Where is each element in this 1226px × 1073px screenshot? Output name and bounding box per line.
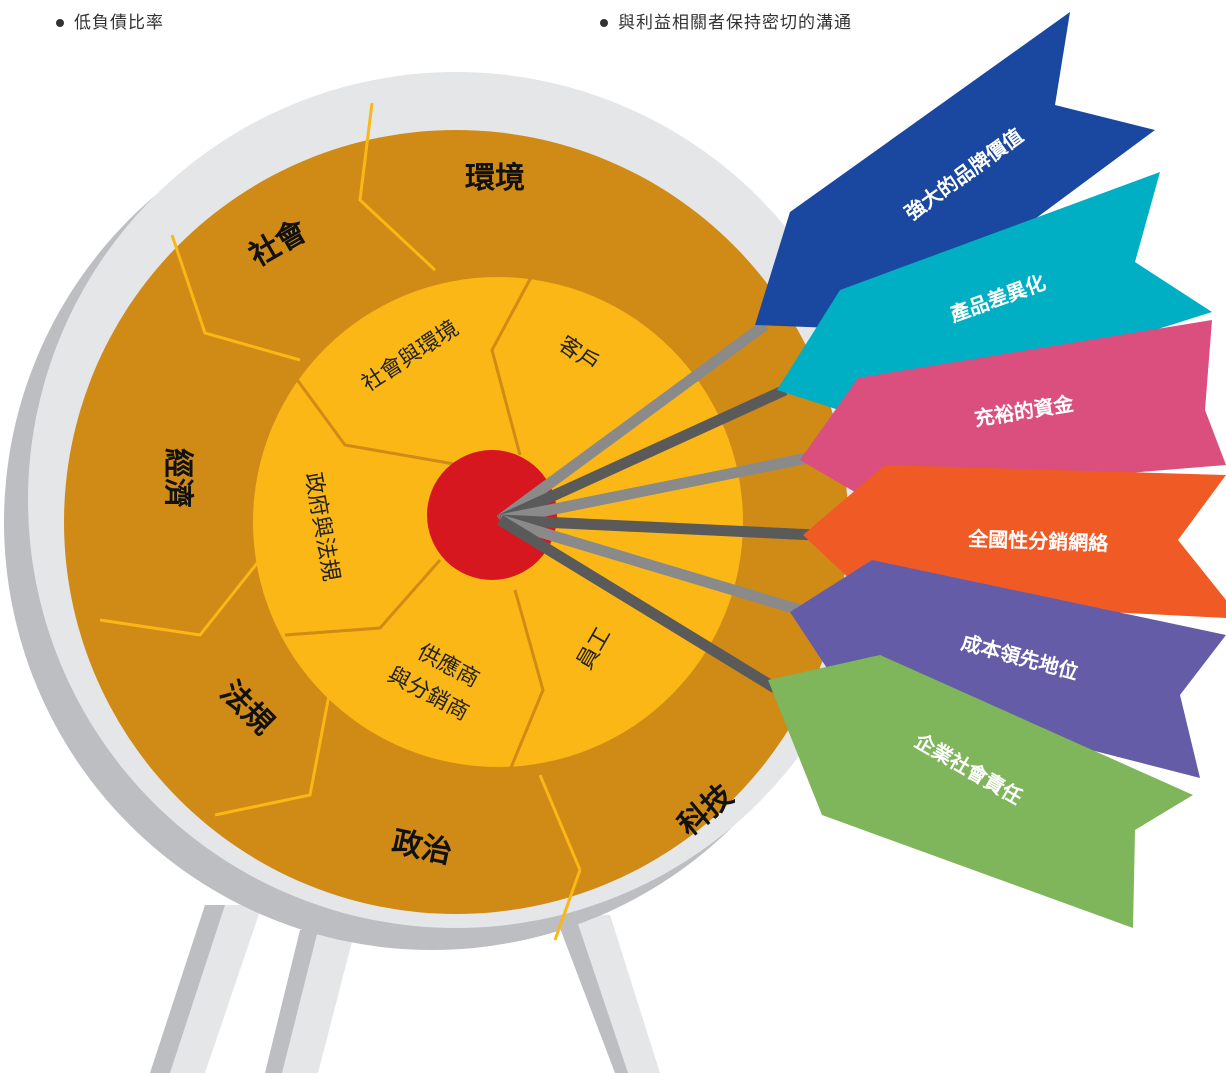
bullet-stakeholder-communication: 與利益相關者保持密切的溝通 [600, 8, 852, 33]
arrow-flags [755, 12, 1226, 928]
arrow-shafts [496, 320, 816, 693]
inner-ring-dividers [284, 269, 545, 771]
arrow-shaft-5 [498, 514, 802, 616]
bullet-low-debt-ratio: 低負債比率 [56, 8, 164, 33]
bullet-text: 低負債比率 [74, 13, 164, 33]
outer-ring-dividers [99, 102, 582, 941]
stand-leg-middle [282, 930, 355, 1073]
arrow-flag-capital [800, 320, 1226, 495]
bullet-dot-icon [56, 19, 64, 27]
bullet-text: 與利益相關者保持密切的溝通 [618, 13, 852, 33]
outer-label-environment: 環境 [465, 161, 525, 196]
arrow-flag-differentiation [777, 172, 1212, 420]
arrow-shaft-2 [497, 384, 788, 526]
arrow-flag-csr [768, 655, 1193, 928]
arrow-shaft-1 [496, 320, 769, 525]
arrow-flag-cost-leadership [790, 560, 1226, 778]
arrow-shaft-3 [498, 452, 810, 526]
bullseye [427, 450, 557, 580]
arrow-shaft-4 [499, 514, 816, 541]
arrow-label-distribution: 全國性分銷網絡 [967, 527, 1110, 556]
outer-label-economy: 經濟 [160, 448, 195, 508]
bullet-dot-icon [600, 19, 608, 27]
arrow-flag-brand-value [755, 12, 1155, 330]
stand-leg-right [575, 915, 660, 1073]
stand-leg-left [170, 905, 262, 1073]
arrow-shaft-6 [497, 515, 778, 693]
